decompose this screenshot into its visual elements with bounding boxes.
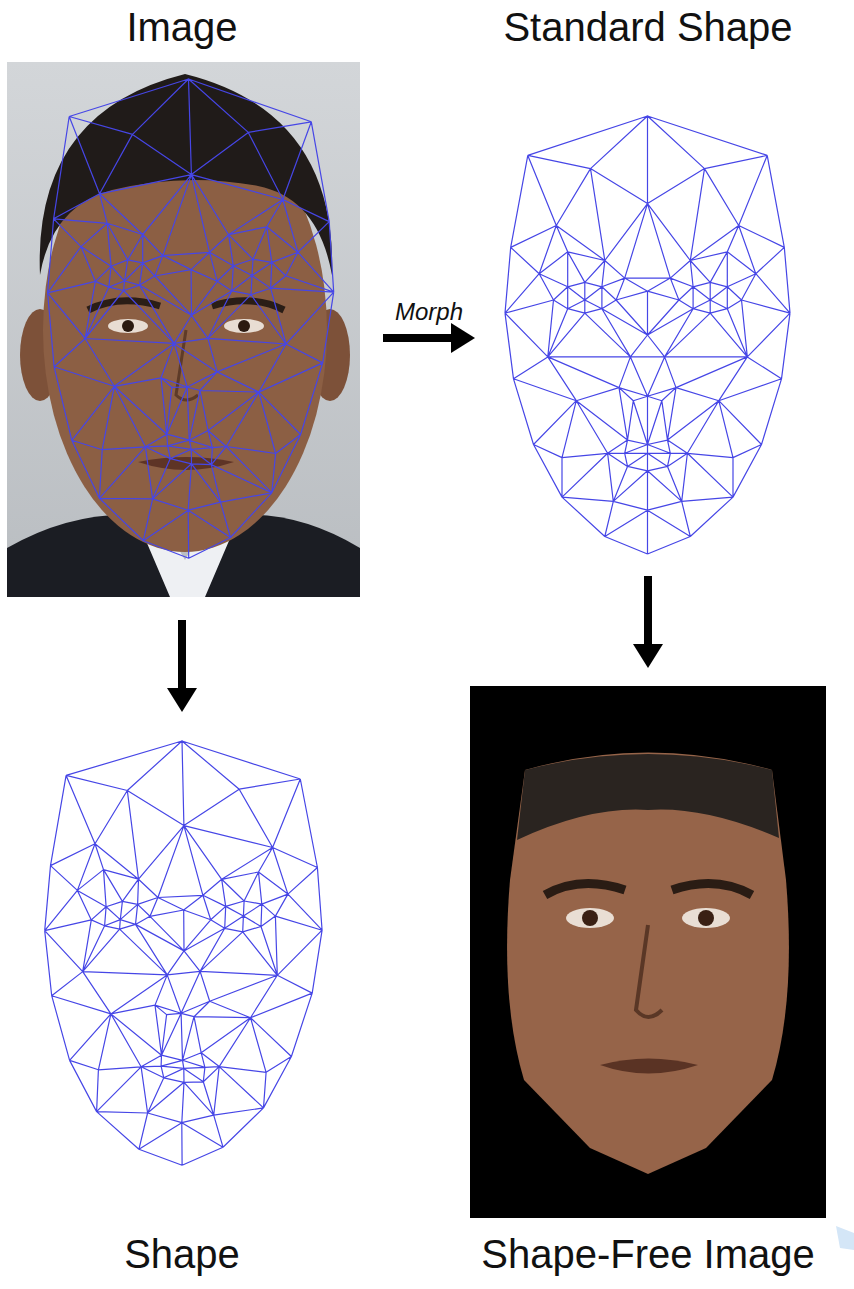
arrow-connector (383, 323, 475, 353)
panel-title: Shape (124, 1230, 240, 1278)
arrow-head (633, 644, 663, 668)
mouth (600, 1059, 698, 1074)
arrow-connector (633, 576, 663, 668)
panel-title: Image (126, 3, 237, 51)
triangle-mesh (48, 79, 334, 558)
shape-free-face (470, 686, 826, 1218)
arrow-shaft (383, 334, 455, 342)
panel: Image (7, 0, 383, 620)
panel: Shape (30, 712, 334, 1289)
iris (698, 910, 714, 926)
eyebrow (672, 884, 752, 895)
corner-mark (836, 1226, 854, 1250)
black-background (470, 686, 826, 1218)
panel-title: Standard Shape (503, 3, 792, 51)
arrow-shaft (178, 620, 186, 692)
eye (566, 908, 614, 928)
iris (582, 910, 598, 926)
triangle-mesh (45, 741, 322, 1165)
eye (108, 319, 148, 333)
eye (682, 908, 730, 928)
arrow-head (167, 688, 197, 712)
panel: Shape-Free Image (458, 668, 838, 1289)
arrow-connector (167, 620, 197, 712)
iris (238, 320, 250, 332)
arrow-head (451, 323, 475, 353)
panel: Standard Shape (475, 0, 821, 576)
hair (517, 754, 779, 840)
eye (224, 319, 264, 333)
panel-title: Shape-Free Image (481, 1230, 815, 1278)
triangle-mesh (505, 116, 790, 554)
edge-label: Morph (395, 298, 463, 326)
nose (636, 925, 662, 1017)
eyebrow (545, 884, 625, 895)
photo-background (7, 62, 360, 597)
iris (122, 320, 134, 332)
arrow-shaft (644, 576, 652, 648)
portrait-photo (7, 62, 360, 597)
face (507, 753, 789, 1175)
